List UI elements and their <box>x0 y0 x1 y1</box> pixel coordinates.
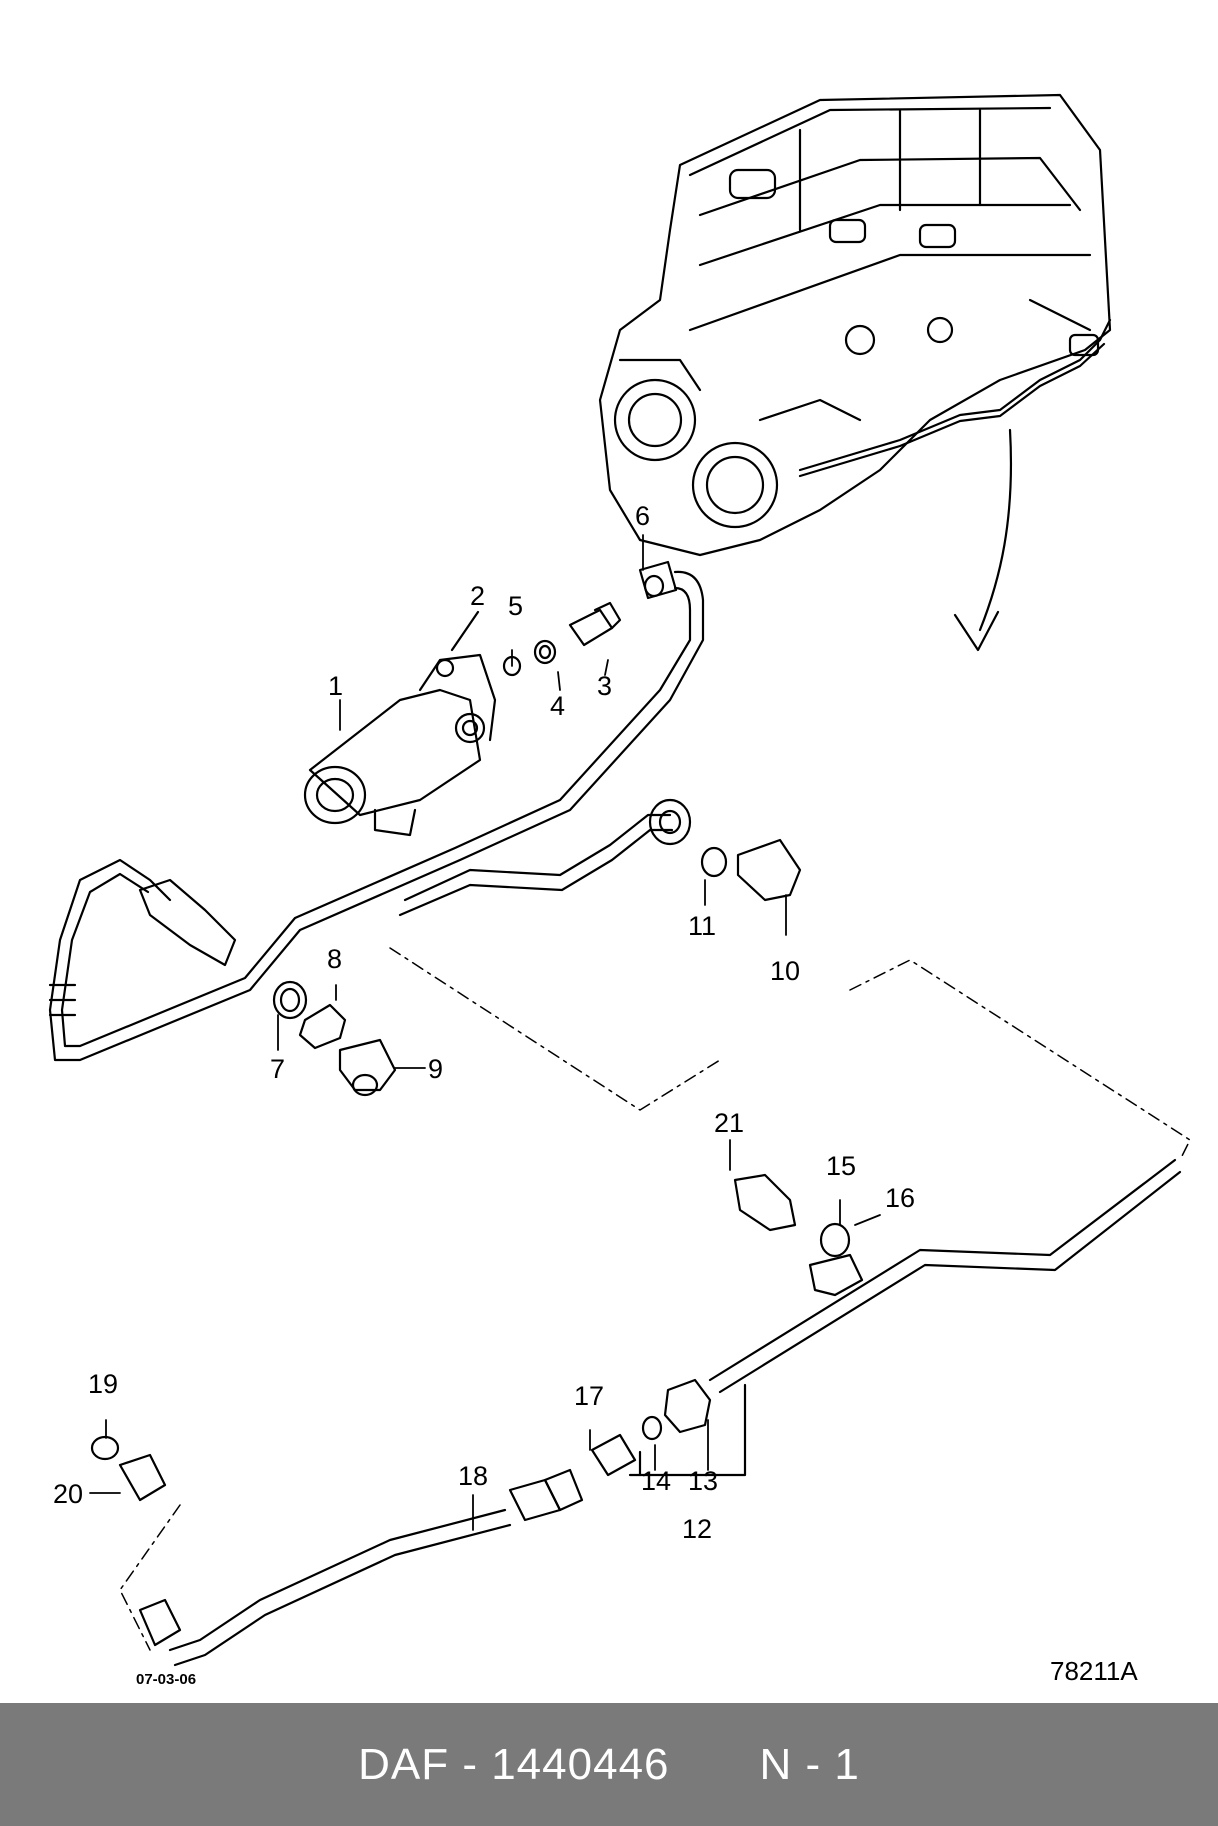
callout-8: 8 <box>327 944 342 974</box>
callout-10: 10 <box>770 956 800 986</box>
callout-14: 14 <box>641 1466 671 1496</box>
footer-part-ref: DAF - 1440446 <box>358 1739 670 1789</box>
engine-block <box>598 93 1112 652</box>
parts-13-14-17 <box>590 1378 712 1477</box>
callout-1: 1 <box>328 671 343 701</box>
footer-qty: N - 1 <box>759 1739 860 1789</box>
drawing-number: 78211A <box>1050 1656 1138 1686</box>
callout-18: 18 <box>458 1461 488 1491</box>
callout-19: 19 <box>88 1369 118 1399</box>
part-1-valve <box>303 653 497 837</box>
callout-20: 20 <box>53 1479 83 1509</box>
parts-diagram: 1 2 3 4 5 6 7 8 9 10 11 12 13 14 15 16 1… <box>48 93 1191 1688</box>
date-code: 07-03-06 <box>136 1671 196 1688</box>
callout-6: 6 <box>635 501 650 531</box>
parts-3-4-5 <box>502 601 622 677</box>
callout-9: 9 <box>428 1054 443 1084</box>
callout-7: 7 <box>270 1054 285 1084</box>
callout-2: 2 <box>470 581 485 611</box>
callout-11: 11 <box>688 911 716 941</box>
callout-5: 5 <box>508 591 523 621</box>
callout-12: 12 <box>682 1514 712 1544</box>
callout-4: 4 <box>550 691 565 721</box>
callout-15: 15 <box>826 1151 856 1181</box>
footer-bar: DAF - 1440446 N - 1 <box>0 1703 1218 1826</box>
part-6-pipe <box>48 560 705 1062</box>
callout-21: 21 <box>714 1108 744 1138</box>
part-12-tube <box>628 1158 1182 1477</box>
parts-18-19-20 <box>90 1435 584 1667</box>
callout-17: 17 <box>574 1381 604 1411</box>
callout-16: 16 <box>885 1183 915 1213</box>
parts-10-11 <box>398 798 802 917</box>
callout-3: 3 <box>597 671 612 701</box>
callout-13: 13 <box>688 1466 718 1496</box>
parts-7-8-9 <box>272 980 397 1097</box>
parts-15-16-21 <box>733 1173 864 1297</box>
